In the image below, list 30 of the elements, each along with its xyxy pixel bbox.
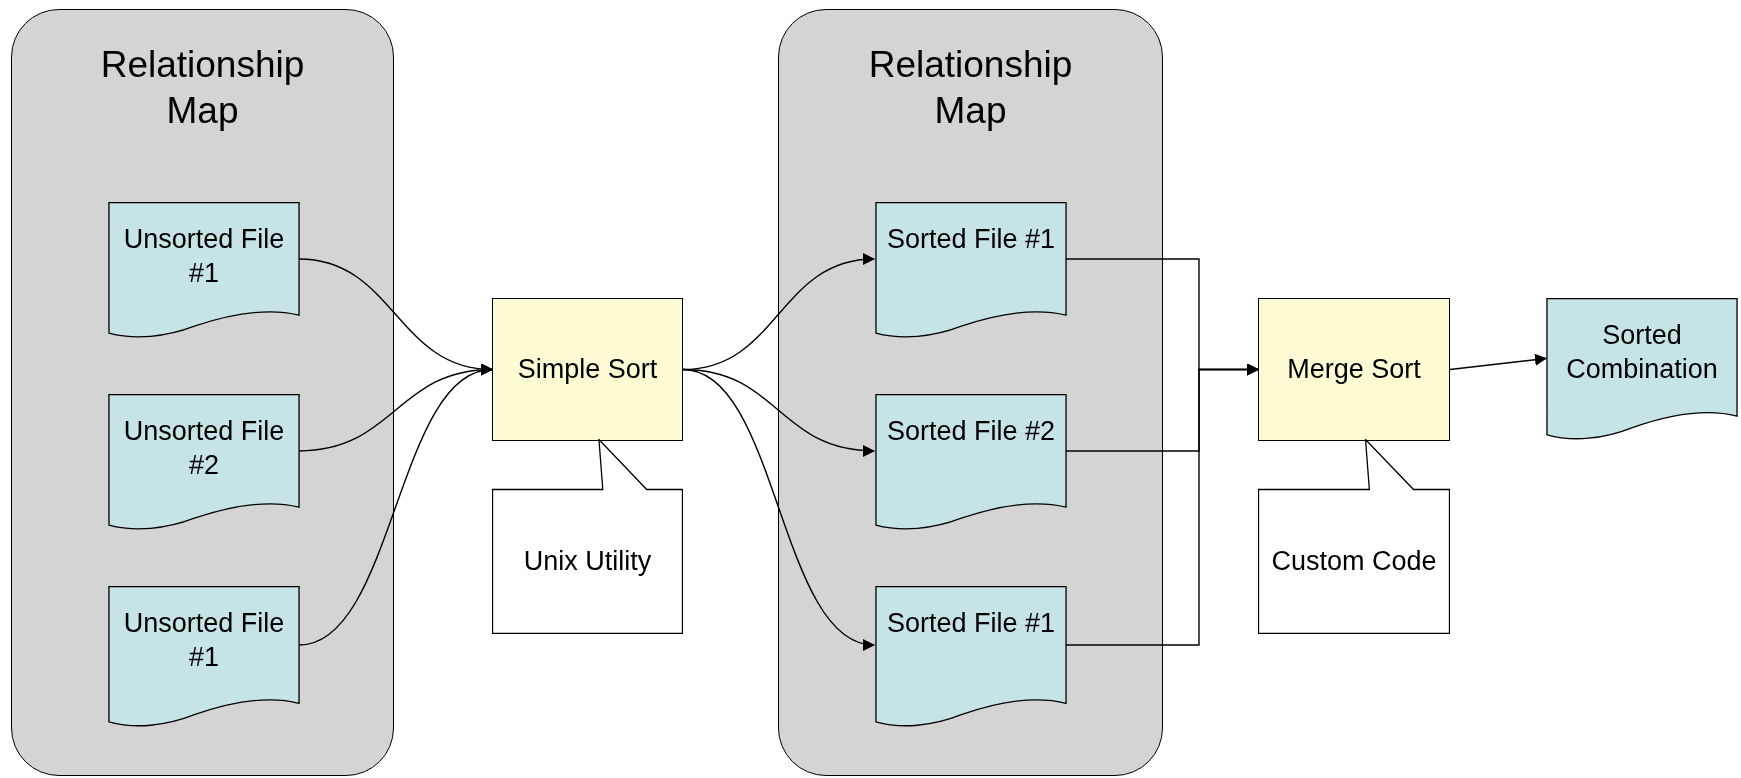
document-shape <box>1546 298 1738 442</box>
document-shape <box>875 202 1067 340</box>
callout-box <box>1258 439 1450 634</box>
node-label: Unsorted File #1 <box>122 607 286 675</box>
node-label: Custom Code <box>1270 545 1438 579</box>
node-label: Unix Utility <box>522 545 653 579</box>
arrow <box>298 366 493 646</box>
document-shape <box>108 202 300 340</box>
group-panel <box>11 9 394 776</box>
group-panel <box>778 9 1163 776</box>
document-shape <box>875 394 1067 532</box>
document-shape <box>108 394 300 532</box>
node-label: Simple Sort <box>516 353 659 387</box>
node-label: Merge Sort <box>1286 353 1422 387</box>
arrow <box>1449 353 1547 371</box>
document-shape <box>108 586 300 729</box>
node-label: Sorted File #2 <box>886 415 1056 448</box>
node-label: Unsorted File #2 <box>122 415 286 483</box>
node-label: Unsorted File #1 <box>122 223 286 291</box>
node-label: Sorted File #1 <box>886 223 1056 256</box>
process-box <box>1258 298 1450 441</box>
callout-box <box>492 439 683 634</box>
node-label: Sorted File #1 <box>886 607 1056 640</box>
arrow <box>1065 363 1259 646</box>
node-label: Relationship Map <box>99 43 306 134</box>
node-label: Sorted Combination <box>1565 319 1719 387</box>
arrow <box>682 368 875 649</box>
node-label: Relationship Map <box>867 43 1074 134</box>
process-box <box>492 298 683 441</box>
document-shape <box>875 586 1067 729</box>
